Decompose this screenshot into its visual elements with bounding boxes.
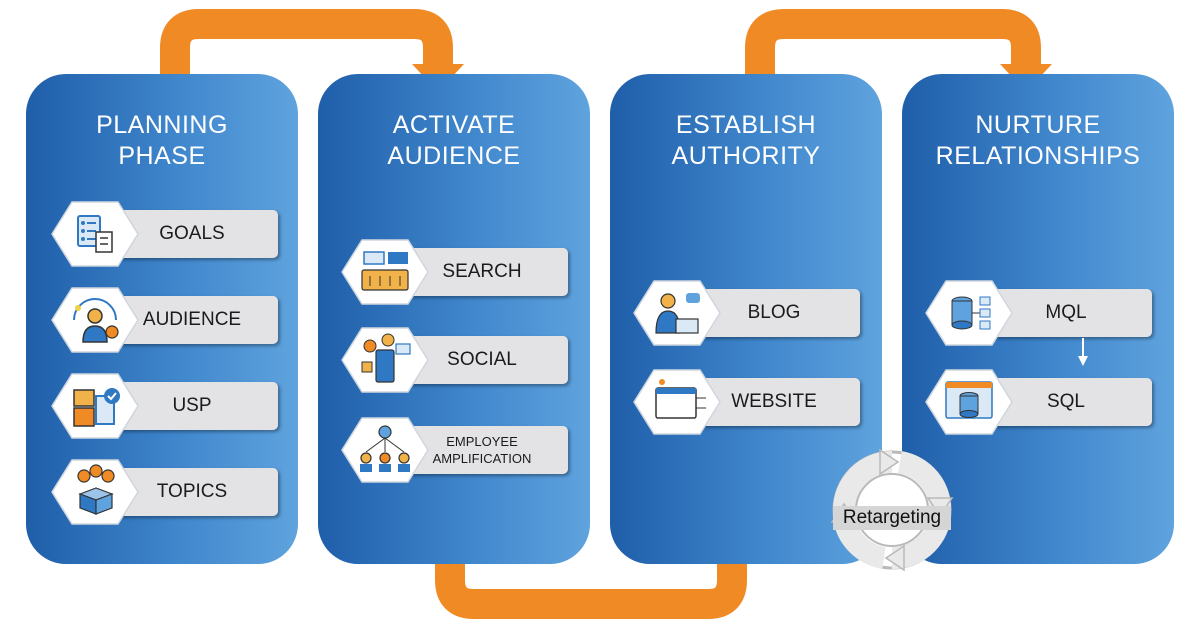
panel-title: ESTABLISH AUTHORITY <box>610 110 882 172</box>
step-label: MQL <box>1045 302 1087 323</box>
panel-nurture-relationships: NURTURE RELATIONSHIPS MQL SQL <box>902 74 1174 564</box>
panel-title-line1: ACTIVATE <box>392 111 516 139</box>
step-sql: SQL <box>924 369 1152 435</box>
step-label: USP <box>172 395 212 416</box>
goals-checklist-icon <box>51 201 139 267</box>
employee-network-icon <box>341 417 429 483</box>
topics-box-icon <box>51 459 139 525</box>
panel-title: PLANNING PHASE <box>26 110 298 172</box>
mql-to-sql-arrow <box>1078 338 1088 366</box>
arrow-authority-to-nurture <box>745 9 1041 90</box>
audience-person-icon <box>51 287 139 353</box>
step-topics: TOPICS <box>50 459 278 525</box>
mql-database-icon <box>925 280 1013 346</box>
step-label: SEARCH <box>442 261 522 282</box>
step-goals: GOALS <box>50 201 278 267</box>
retargeting-label: Retargeting <box>833 506 951 530</box>
step-website: WEBSITE <box>632 369 860 435</box>
panel-title: NURTURE RELATIONSHIPS <box>902 110 1174 172</box>
arrow-activate-to-authority <box>435 548 747 619</box>
step-blog: BLOG <box>632 280 860 346</box>
panel-planning-phase: PLANNING PHASE GOALS AUDIENCE <box>26 74 298 564</box>
usp-thumbs-icon <box>51 373 139 439</box>
step-label: SOCIAL <box>447 349 517 370</box>
step-label: TOPICS <box>156 481 228 502</box>
panel-title-line1: PLANNING <box>96 111 228 139</box>
step-social: SOCIAL <box>340 327 568 393</box>
website-browser-icon <box>633 369 721 435</box>
panel-title: ACTIVATE AUDIENCE <box>318 110 590 172</box>
panel-establish-authority: ESTABLISH AUTHORITY BLOG WEBSITE <box>610 74 882 564</box>
step-label: GOALS <box>159 223 225 244</box>
panel-title-line2: PHASE <box>118 142 206 170</box>
step-search: SEARCH <box>340 239 568 305</box>
sql-database-icon <box>925 369 1013 435</box>
step-label: AUDIENCE <box>142 309 242 330</box>
step-label: EMPLOYEE AMPLIFICATION <box>432 434 532 466</box>
step-label: SQL <box>1046 391 1086 412</box>
panel-title-line2: AUTHORITY <box>671 142 821 170</box>
arrow-planning-to-activate <box>160 9 453 90</box>
search-keyboard-icon <box>341 239 429 305</box>
panel-title-line1: NURTURE <box>975 111 1101 139</box>
panel-title-line2: AUDIENCE <box>387 142 521 170</box>
step-mql: MQL <box>924 280 1152 346</box>
panel-title-line1: ESTABLISH <box>675 111 817 139</box>
panel-activate-audience: ACTIVATE AUDIENCE SEARCH SOCIAL <box>318 74 590 564</box>
step-label: WEBSITE <box>731 391 817 412</box>
step-usp: USP <box>50 373 278 439</box>
panel-title-line2: RELATIONSHIPS <box>935 142 1141 170</box>
blog-laptop-icon <box>633 280 721 346</box>
step-audience: AUDIENCE <box>50 287 278 353</box>
social-phone-icon <box>341 327 429 393</box>
step-employee-amplification: EMPLOYEE AMPLIFICATION <box>340 417 568 483</box>
step-label: BLOG <box>747 302 801 323</box>
